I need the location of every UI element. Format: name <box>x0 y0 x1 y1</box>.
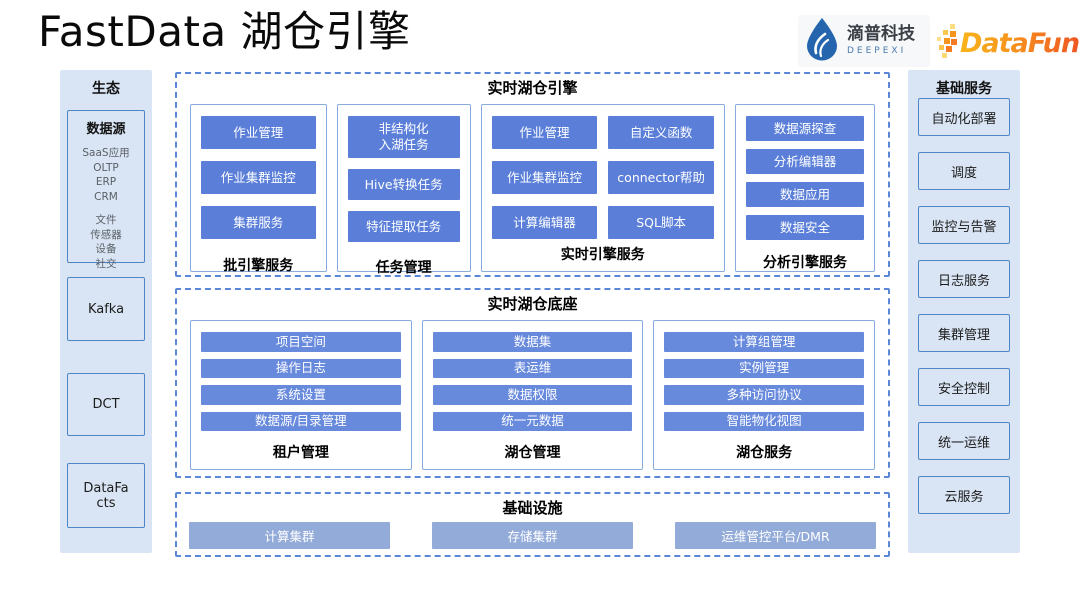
module-chip: 数据应用 <box>745 182 864 207</box>
service-node-cluster-mgmt: 集群管理 <box>918 314 1010 352</box>
module-chip: connector帮助 <box>608 161 714 194</box>
module-chip: 集群服务 <box>201 206 316 239</box>
deepexi-logo-cn: 滴普科技 <box>847 23 915 44</box>
module-chip: 数据源探查 <box>745 116 864 141</box>
infra-chip-ops-platform: 运维管控平台/DMR <box>675 522 876 549</box>
datasource-item: 文件 <box>95 214 117 226</box>
module-chip: 分析编辑器 <box>745 149 864 174</box>
module-chip: 作业集群监控 <box>491 161 598 194</box>
module-chip: Hive转换任务 <box>347 169 460 200</box>
page-title: FastData 湖仓引擎 <box>38 7 411 56</box>
datasource-item: OLTP <box>93 161 119 174</box>
infra-chip-compute-cluster: 计算集群 <box>189 522 390 549</box>
engine-col-task-label: 任务管理 <box>375 260 432 276</box>
module-chip: 作业管理 <box>491 116 598 149</box>
service-node-cloud: 云服务 <box>918 476 1010 514</box>
engine-col-batch: 作业管理 作业集群监控 集群服务 批引擎服务 <box>190 104 327 274</box>
service-node-security: 安全控制 <box>918 368 1010 406</box>
engine-col-batch-label: 批引擎服务 <box>223 258 294 274</box>
service-node-auto-deploy: 自动化部署 <box>918 98 1010 136</box>
datasource-item: ERP <box>95 176 117 188</box>
module-chip: 系统设置 <box>201 385 401 405</box>
base-col-lakehouse-svc-label: 湖仓服务 <box>736 445 793 461</box>
datasource-group-1: SaaS应用 OLTP ERP CRM <box>68 146 144 204</box>
datasource-box-title: 数据源 <box>86 122 126 137</box>
infra-chip-storage-cluster: 存储集群 <box>432 522 633 549</box>
module-chip: 统一元数据 <box>432 411 633 431</box>
datasource-item: 设备 <box>95 243 117 255</box>
module-chip: 自定义函数 <box>608 116 714 149</box>
module-chip: 数据集 <box>432 332 633 352</box>
engine-col-analysis: 数据源探查 分析编辑器 数据应用 数据安全 分析引擎服务 <box>734 104 875 272</box>
module-chip: 表运维 <box>432 358 633 378</box>
engine-col-analysis-label: 分析引擎服务 <box>762 255 847 271</box>
engine-col-task: 非结构化 入湖任务 Hive转换任务 特征提取任务 任务管理 <box>336 104 471 276</box>
service-node-scheduling: 调度 <box>918 152 1010 190</box>
module-chip: 操作日志 <box>201 358 401 378</box>
datafun-logo: DataFun. <box>936 22 1080 64</box>
service-node-log: 日志服务 <box>918 260 1010 298</box>
base-col-tenant-label: 租户管理 <box>272 445 329 461</box>
section-infra-title: 基础设施 <box>502 499 563 517</box>
ecosystem-sidebar-title: 生态 <box>92 81 120 97</box>
module-chip: 计算编辑器 <box>491 206 598 239</box>
datasource-item: 社交 <box>95 257 117 270</box>
deepexi-drop-icon <box>804 17 840 65</box>
module-chip: 项目空间 <box>201 332 401 352</box>
section-realtime-lakehouse-engine: 实时湖仓引擎 作业管理 作业集群监控 集群服务 批引擎服务 非结构化 入湖任务 … <box>175 72 890 277</box>
base-col-lakehouse-svc: 计算组管理 实例管理 多种访问协议 智能物化视图 湖仓服务 <box>653 320 876 470</box>
section-base-title: 实时湖仓底座 <box>487 295 578 313</box>
datafun-dots-icon <box>936 22 958 64</box>
datasource-item: CRM <box>94 190 118 203</box>
module-chip: 特征提取任务 <box>347 211 460 242</box>
basic-services-sidebar: 基础服务 自动化部署 调度 监控与告警 日志服务 集群管理 安全控制 统一运维 … <box>908 70 1020 553</box>
base-col-tenant: 项目空间 操作日志 系统设置 数据源/目录管理 租户管理 <box>190 320 412 470</box>
datafun-wordmark: DataFun. <box>960 28 1080 59</box>
section-engine-title: 实时湖仓引擎 <box>487 79 578 97</box>
module-chip: SQL脚本 <box>608 206 714 239</box>
engine-col-realtime-label: 实时引擎服务 <box>560 247 645 263</box>
datasource-item: SaaS应用 <box>82 147 130 159</box>
node-datafacts: DataFacts <box>67 463 145 528</box>
base-col-lakehouse-mgmt-label: 湖仓管理 <box>504 445 561 461</box>
module-chip: 数据权限 <box>432 385 633 405</box>
module-chip: 智能物化视图 <box>664 411 865 431</box>
deepexi-logo: 滴普科技 DEEPEXI <box>798 15 930 67</box>
section-realtime-lakehouse-base: 实时湖仓底座 项目空间 操作日志 系统设置 数据源/目录管理 租户管理 数据集 … <box>175 288 890 478</box>
basic-services-sidebar-title: 基础服务 <box>936 81 992 97</box>
base-col-lakehouse-mgmt: 数据集 表运维 数据权限 统一元数据 湖仓管理 <box>421 320 644 470</box>
module-chip: 多种访问协议 <box>664 385 865 405</box>
node-kafka: Kafka <box>67 277 145 341</box>
node-dct: DCT <box>67 373 145 436</box>
service-node-monitoring: 监控与告警 <box>918 206 1010 244</box>
datasource-group-2: 文件 传感器 设备 社交 <box>68 213 144 271</box>
engine-col-realtime: 作业管理 自定义函数 作业集群监控 connector帮助 计算编辑器 SQL脚… <box>480 104 725 272</box>
service-node-unified-ops: 统一运维 <box>918 422 1010 460</box>
module-chip: 作业集群监控 <box>201 161 316 194</box>
module-chip: 作业管理 <box>201 116 316 149</box>
module-chip: 实例管理 <box>664 358 865 378</box>
module-chip: 非结构化 入湖任务 <box>347 116 460 158</box>
module-chip: 数据源/目录管理 <box>201 411 401 431</box>
deepexi-logo-en: DEEPEXI <box>847 45 907 56</box>
section-infrastructure: 基础设施 计算集群 存储集群 运维管控平台/DMR <box>175 492 890 557</box>
module-chip: 数据安全 <box>745 215 864 240</box>
module-chip: 计算组管理 <box>664 332 865 352</box>
datasource-box: 数据源 SaaS应用 OLTP ERP CRM 文件 传感器 设备 社交 <box>67 110 145 270</box>
datasource-item: 传感器 <box>90 228 122 241</box>
ecosystem-sidebar: 生态 数据源 SaaS应用 OLTP ERP CRM 文件 传感器 设备 社交 … <box>60 70 152 553</box>
